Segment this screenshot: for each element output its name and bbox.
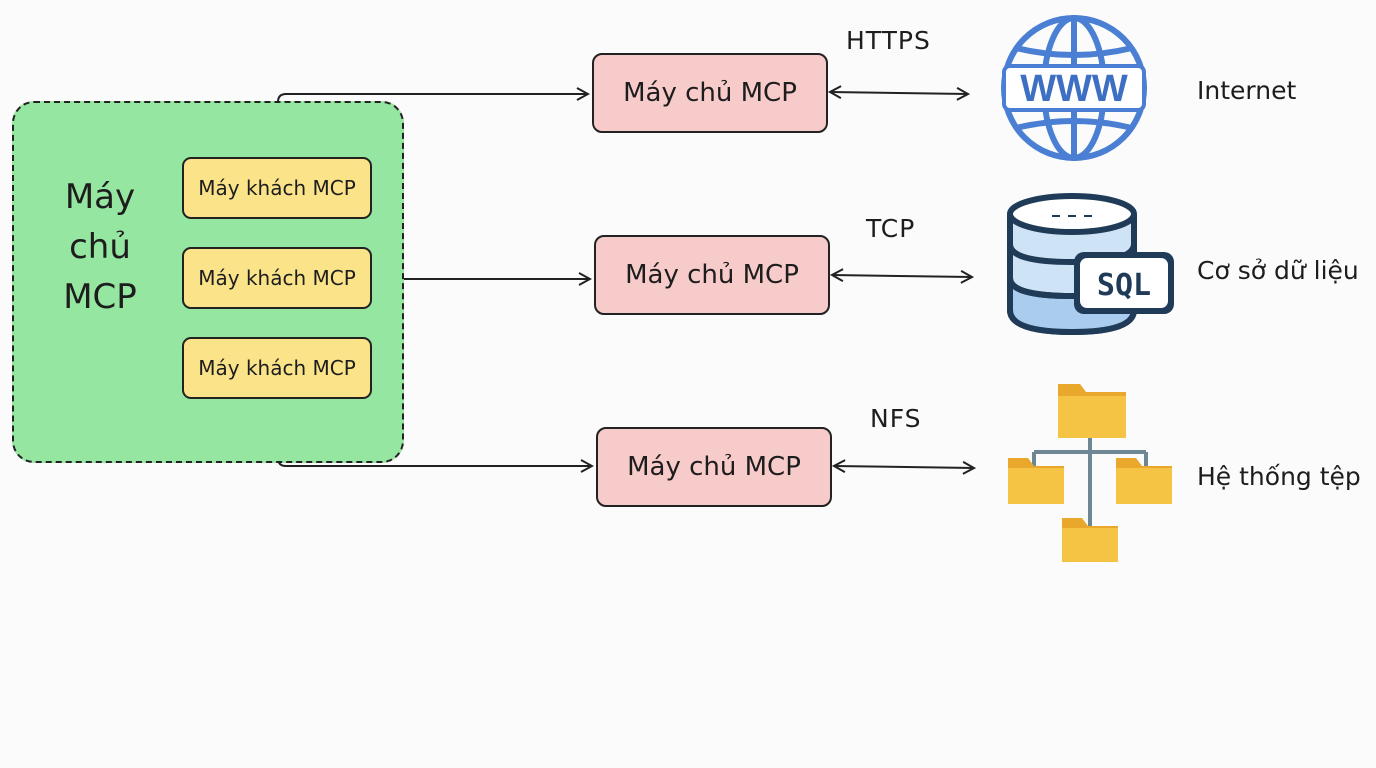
connector-server1-internet [830,92,968,94]
resource-label-internet: Internet [1197,76,1297,105]
protocol-label-https: HTTPS [846,26,931,55]
mcp-client-2: Máy khách MCP [182,247,372,309]
mcp-server-3: Máy chủ MCP [596,427,832,507]
resource-label-database: Cơ sở dữ liệu [1197,256,1359,285]
www-text: WWW [1020,68,1128,110]
connector-server2-database [832,275,972,277]
resource-label-filesystem: Hệ thống tệp [1197,462,1361,491]
mcp-host-title: Máy chủ MCP [63,177,137,317]
mcp-client-1: Máy khách MCP [182,157,372,219]
mcp-server-2: Máy chủ MCP [594,235,830,315]
globe-www-icon: WWW [996,12,1152,164]
protocol-label-nfs: NFS [870,404,922,433]
sql-text: SQL [1097,268,1151,303]
mcp-client-3: Máy khách MCP [182,337,372,399]
mcp-server-1: Máy chủ MCP [592,53,828,133]
sql-database-icon: SQL [1004,192,1178,338]
folder-tree-icon [1004,380,1176,566]
protocol-label-tcp: TCP [866,214,916,243]
connector-server3-filesystem [834,466,974,468]
